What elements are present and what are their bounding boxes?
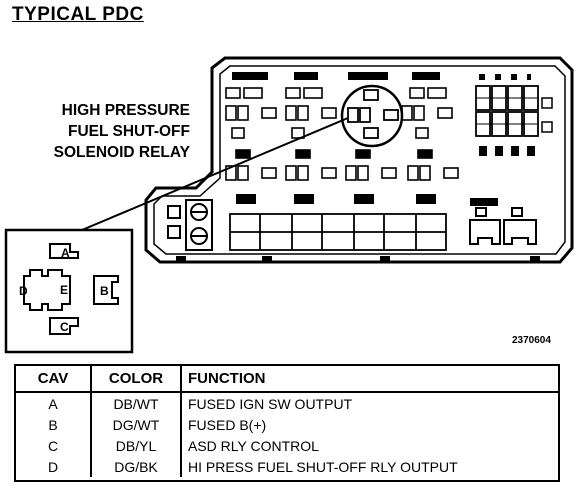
cell-cav: C [16, 435, 92, 456]
table-row: D DG/BK HI PRESS FUEL SHUT-OFF RLY OUTPU… [16, 456, 558, 477]
pin-label-d: D [19, 284, 28, 298]
battery-posts [167, 199, 213, 251]
cartridge-connectors [469, 207, 537, 245]
figure-number: 2370604 [512, 335, 551, 346]
cell-function: ASD RLY CONTROL [188, 437, 319, 454]
cell-cav: A [16, 392, 92, 414]
table-header-row: CAV COLOR FUNCTION [16, 366, 558, 393]
callout-leader-line [81, 117, 349, 231]
cell-function: HI PRESS FUEL SHUT-OFF RLY OUTPUT [188, 458, 458, 475]
relay-cavities-row1 [225, 87, 453, 139]
cell-color: DG/WT [91, 414, 182, 435]
diagram-title: TYPICAL PDC [12, 4, 144, 25]
pin-label-a: A [61, 246, 70, 260]
hi-press-fuel-relay [340, 84, 404, 148]
small-cavities-right [541, 97, 553, 133]
fuse-grid [475, 85, 539, 137]
cell-function: FUSED B(+) [188, 416, 267, 433]
connector-face-inset: A B C D E [4, 228, 134, 354]
row2-labels [236, 194, 498, 206]
pin-label-c: C [60, 320, 69, 334]
fuse-top-markers [479, 74, 535, 156]
cell-cav: B [16, 414, 92, 435]
pdc-diagram: A B C D E [4, 56, 574, 354]
cell-cav: D [16, 456, 92, 477]
cell-color: DB/YL [91, 435, 182, 456]
cell-color: DG/BK [91, 456, 182, 477]
table-row: A DB/WT FUSED IGN SW OUTPUT [16, 392, 558, 414]
callout-line-2: FUEL SHUT-OFF [68, 123, 190, 140]
cell-color: DB/WT [91, 392, 182, 414]
mounting-tabs [176, 256, 540, 262]
callout-line-1: HIGH PRESSURE [61, 102, 190, 119]
pin-label-b: B [100, 284, 109, 298]
pdc-housing [144, 56, 574, 264]
pinout-table: CAV COLOR FUNCTION A DB/WT FUSED IGN SW … [14, 364, 560, 482]
pin-label-e: E [60, 283, 68, 297]
header-color: COLOR [91, 366, 182, 393]
header-cav: CAV [16, 366, 92, 393]
header-function: FUNCTION [181, 366, 558, 393]
table-row: B DG/WT FUSED B(+) [16, 414, 558, 435]
relay-callout: HIGH PRESSURE FUEL SHUT-OFF SOLENOID REL… [4, 100, 190, 163]
table-row: C DB/YL ASD RLY CONTROL [16, 435, 558, 456]
relay-cavities-row2 [225, 149, 459, 181]
callout-line-3: SOLENOID RELAY [53, 144, 190, 161]
maxi-fuse-block [229, 213, 447, 251]
cell-function: FUSED IGN SW OUTPUT [188, 395, 353, 412]
relay-header-labels [232, 72, 440, 80]
